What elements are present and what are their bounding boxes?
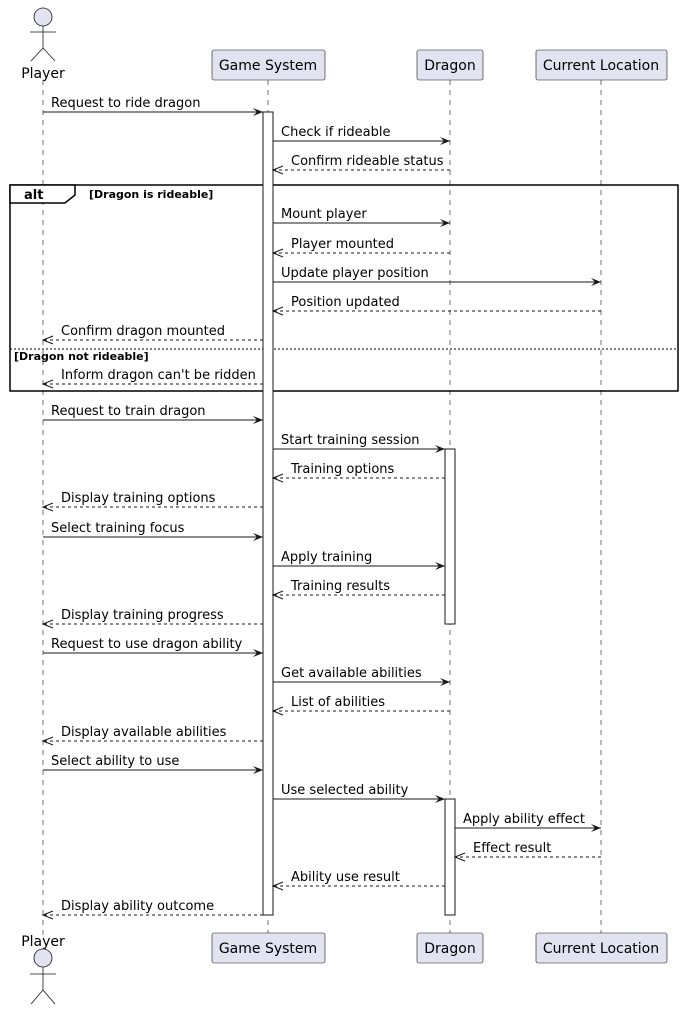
message-label: Training options [290,462,395,477]
message-arrowhead [253,649,263,657]
alt-frame: alt [Dragon is rideable] [Dragon not rid… [9,184,679,392]
participant-current-location-bottom: Current Location [535,932,668,964]
participant-current-location-top: Current Location [535,49,668,81]
message-arrowhead [271,881,284,891]
activation-dragon-ability [444,798,456,916]
actor-player-bottom: Player [21,934,65,1005]
message-arrowhead [253,766,263,774]
message-arrowhead [440,137,450,145]
message-label: Apply ability effect [463,812,585,827]
message-arrowhead [440,219,450,227]
message-arrowhead [435,562,445,570]
message-arrowhead [253,108,263,116]
message-label: Inform dragon can't be ridden [61,368,256,383]
message-arrowhead [453,852,466,862]
message-label: Effect result [473,841,551,856]
participant-label: Dragon [424,58,475,74]
actor-player-top: Player [21,7,65,82]
message-label: Request to train dragon [51,404,206,419]
message-label: Confirm dragon mounted [61,324,225,339]
message-arrowhead [41,619,54,629]
participant-label: Player [21,934,65,950]
message-arrowhead [271,706,284,716]
participant-label: Game System [219,58,317,74]
message-arrowhead [253,533,263,541]
message-label: Apply training [281,550,372,565]
message-label: Get available abilities [281,666,422,681]
message-label: Display available abilities [61,725,227,740]
message-arrowhead [271,590,284,600]
message-label: Display ability outcome [61,899,214,914]
message-label: Select ability to use [51,754,179,769]
participant-label: Current Location [543,941,659,957]
message-label: Request to use dragon ability [51,637,243,652]
message-label: Ability use result [291,870,400,885]
message-label: Mount player [281,207,367,222]
alt-guard-not-rideable: [Dragon not rideable] [14,350,149,363]
message-arrowhead [271,473,284,483]
message-label: Select training focus [51,521,185,536]
message-label: Training results [290,579,390,594]
message-arrowhead [253,416,263,424]
alt-keyword: alt [24,188,43,203]
message-label: Display training progress [61,608,224,623]
message-arrowhead [271,248,284,258]
message-label: Update player position [281,266,429,281]
message-label: Player mounted [291,237,394,252]
message-label: Display training options [61,491,216,506]
participant-label: Current Location [543,58,659,74]
message-arrowhead [591,824,601,832]
activation-game-system [262,111,274,916]
message-arrowhead [591,278,601,286]
message-label: Position updated [291,295,400,310]
message-arrowhead [41,335,54,345]
message-arrowhead [41,379,54,389]
message-arrowhead [440,678,450,686]
participant-dragon-bottom: Dragon [416,932,484,964]
participant-label: Game System [219,941,317,957]
message-arrowhead [41,910,54,920]
participant-label: Player [21,66,65,82]
message-label: Confirm rideable status [291,154,444,169]
message-arrowhead [435,795,445,803]
message-label: List of abilities [291,695,385,710]
message-label: Request to ride dragon [51,96,200,111]
participant-label: Dragon [424,941,475,957]
message-label: Check if rideable [281,125,390,140]
participant-game-system-bottom: Game System [211,932,326,964]
participant-game-system-top: Game System [211,49,326,81]
message-arrowhead [435,445,445,453]
message-label: Start training session [281,433,420,448]
participant-dragon-top: Dragon [416,49,484,81]
message-arrowhead [271,306,284,316]
message-arrowhead [271,165,284,175]
message-arrowhead [41,502,54,512]
message-label: Use selected ability [281,783,409,798]
message-arrowhead [41,736,54,746]
alt-guard-rideable: [Dragon is rideable] [89,188,213,201]
activation-dragon-training [444,448,456,625]
